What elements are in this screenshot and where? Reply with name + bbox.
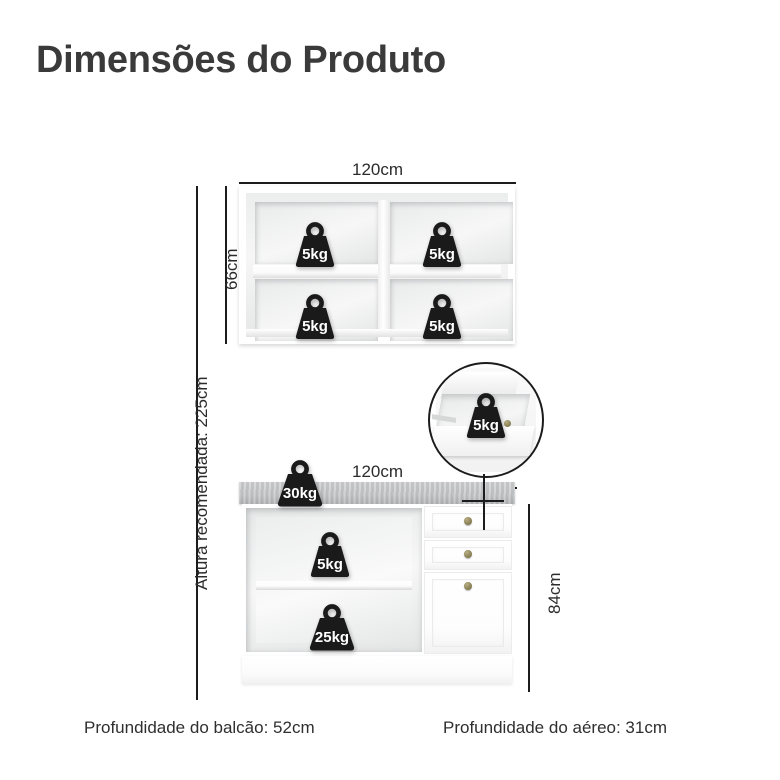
weight-text: 5kg	[473, 417, 499, 434]
weight-badge-wall-top-left: 5kg	[288, 222, 342, 268]
counter-height-label: 84cm	[545, 572, 564, 614]
base-counter-unit	[239, 482, 515, 684]
callout-leader-crossbar	[462, 500, 504, 502]
upper-height-dimension-line	[225, 186, 227, 344]
counter-plinth	[242, 656, 512, 684]
weight-badge-wall-bottom-left: 5kg	[288, 294, 342, 340]
weight-text: 30kg	[283, 485, 317, 502]
weight-badge-drawer: 5kg	[459, 393, 513, 439]
weight-text: 5kg	[429, 318, 455, 335]
wall-cabinet	[239, 186, 515, 344]
counter-drawer-middle	[424, 540, 512, 570]
counter-width-label: 120cm	[352, 462, 404, 481]
drawer-knob-icon	[464, 550, 472, 558]
wall-unit-depth-caption: Profundidade do aéreo: 31cm	[443, 718, 667, 737]
wall-cabinet-middle-shelf	[253, 265, 501, 278]
weight-badge-wall-bottom-right: 5kg	[415, 294, 469, 340]
wall-cabinet-frame	[239, 186, 515, 344]
callout-leader-line	[483, 474, 485, 530]
weight-text: 5kg	[302, 318, 328, 335]
wall-cabinet-center-divider	[378, 200, 390, 330]
door-knob-icon	[464, 582, 472, 590]
weight-badge-counter-lower-shelf: 25kg	[300, 604, 364, 652]
upper-width-dimension-line	[239, 182, 516, 184]
counter-body	[242, 504, 512, 656]
counter-door	[424, 572, 512, 654]
weight-badge-counter-upper-shelf: 5kg	[303, 532, 357, 578]
overall-height-dimension-line	[196, 186, 198, 700]
upper-width-label: 120cm	[352, 160, 404, 179]
drawer-detail-knob	[504, 420, 511, 427]
overall-height-label: Altura recomendada: 225cm	[192, 376, 211, 590]
page-title: Dimensões do Produto	[36, 39, 446, 81]
weight-text: 5kg	[302, 246, 328, 263]
counter-drawer-top	[424, 506, 512, 538]
counter-middle-shelf	[256, 581, 412, 590]
weight-badge-wall-top-right: 5kg	[415, 222, 469, 268]
weight-badge-countertop: 30kg	[268, 460, 332, 508]
weight-text: 5kg	[429, 246, 455, 263]
counter-drawer-column	[424, 506, 512, 654]
counter-height-dimension-line	[528, 504, 530, 692]
weight-text: 25kg	[315, 629, 349, 646]
drawer-knob-icon	[464, 517, 472, 525]
wall-cabinet-bottom-edge	[246, 329, 508, 337]
counter-depth-caption: Profundidade do balcão: 52cm	[84, 718, 315, 737]
weight-text: 5kg	[317, 556, 343, 573]
